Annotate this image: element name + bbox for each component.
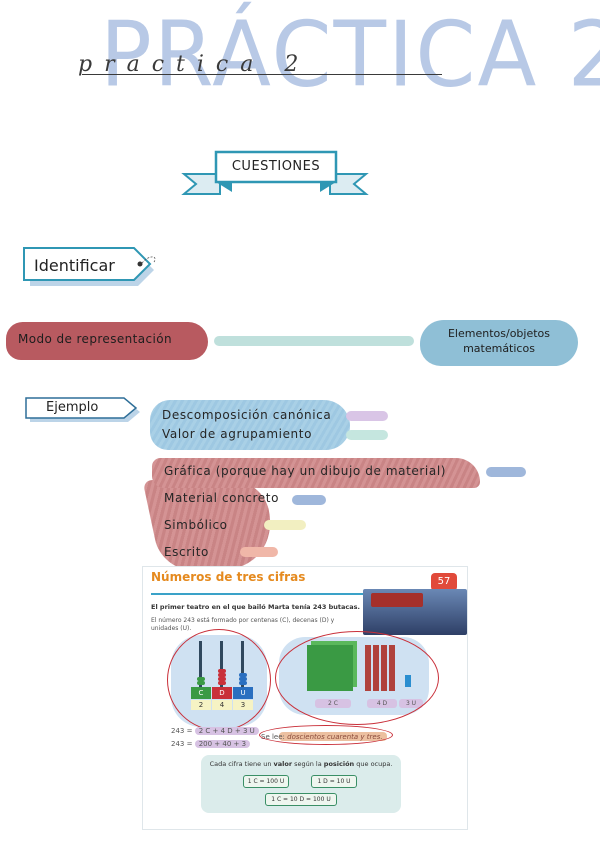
place-value-text: Cada cifra tiene un valor según la posic…	[209, 760, 393, 768]
rule-c-d-u: 1 C = 10 D = 100 U	[265, 793, 337, 806]
identificar-tag	[23, 247, 156, 286]
ejemplo-tag	[25, 397, 140, 422]
swatch-agrupamiento	[346, 430, 388, 440]
equation-sum: 243 = 200 + 40 + 3	[171, 740, 251, 748]
item-agrupamiento: Valor de agrupamiento	[162, 427, 313, 441]
rule-d-u: 1 D = 10 U	[311, 775, 357, 788]
book-explanation: El número 243 está formado por centenas …	[151, 617, 335, 632]
mode-of-representation-blob	[6, 322, 208, 360]
swatch-grafica	[486, 467, 526, 477]
swatch-descomposicion	[346, 411, 388, 421]
item-simbolico: Simbólico	[164, 518, 228, 532]
abacus-oval	[167, 629, 271, 731]
math-elements-blob	[420, 320, 578, 366]
mode-of-representation-label: Modo de representación	[18, 332, 172, 346]
book-sentence: El primer teatro en el que bailó Marta t…	[151, 603, 361, 611]
theatre-stage	[371, 593, 423, 607]
swatch-escrito	[240, 547, 278, 557]
title-script: practica 2	[78, 52, 311, 77]
book-title: Números de tres cifras	[151, 570, 306, 584]
read-oval	[259, 725, 393, 745]
item-descomposicion: Descomposición canónica	[162, 408, 332, 422]
theatre-image	[363, 589, 467, 635]
book-page-icon: 57	[431, 573, 457, 591]
identificar-label: Identificar	[34, 256, 115, 275]
item-material-concreto: Material concreto	[164, 491, 280, 505]
swatch-simbolico	[264, 520, 306, 530]
book-title-rule	[151, 593, 457, 595]
cuestiones-label: CUESTIONES	[231, 159, 321, 174]
blue-highlight-cloud	[150, 400, 350, 450]
textbook-excerpt: Números de tres cifras 57 El primer teat…	[142, 566, 468, 830]
blocks-oval	[275, 631, 439, 725]
item-grafica: Gráfica (porque hay un dibujo de materia…	[164, 464, 447, 478]
place-value-box: Cada cifra tiene un valor según la posic…	[201, 755, 401, 813]
title-underline	[82, 74, 442, 75]
cuestiones-banner-ribbon	[181, 150, 369, 195]
rule-c-u: 1 C = 100 U	[243, 775, 289, 788]
title-heading: PRÁCTICA 2	[100, 2, 600, 108]
connector-bar	[214, 336, 414, 346]
math-elements-label: Elementos/objetos matemáticos	[447, 327, 551, 355]
item-escrito: Escrito	[164, 545, 209, 559]
equation-cdu: 243 = 2 C + 4 D + 3 U	[171, 727, 259, 735]
ejemplo-label: Ejemplo	[46, 400, 99, 415]
red-highlight-cloud	[152, 458, 480, 488]
swatch-material-concreto	[292, 495, 326, 505]
